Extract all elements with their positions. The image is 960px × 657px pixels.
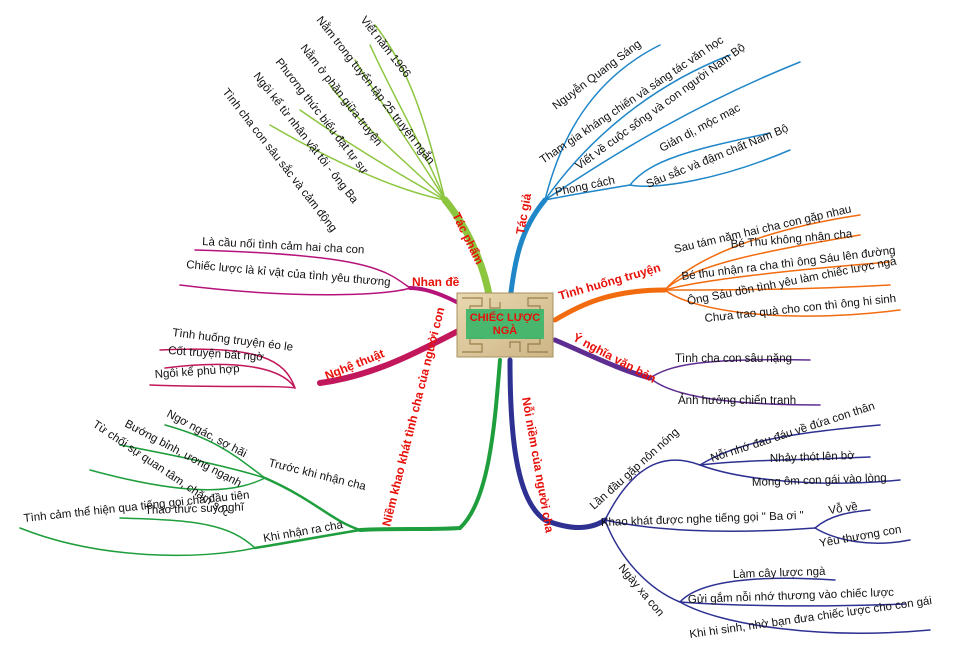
y-nghia-item: Tình cha con sâu nặng <box>675 353 792 365</box>
khi-nhan-ra-cha: Khi nhận ra cha <box>262 519 344 545</box>
branch-label-niem-khao-khat: Niềm khao khát tình cha của người con <box>379 306 447 528</box>
branch-tac-gia-lines <box>507 44 801 303</box>
phong-cach-item: Sâu sắc và đậm chất Nam Bộ <box>644 122 790 191</box>
center-title-line2: NGÀ <box>493 324 518 337</box>
branch-label-tac-pham: Tác phẩm <box>449 210 486 266</box>
branch-tac-pham-lines <box>269 24 494 304</box>
y-nghia-item: Ảnh hưởng chiến tranh <box>678 394 796 407</box>
tac-gia-item: Phong cách <box>554 175 616 199</box>
branch-niem-khao-khat-lines <box>19 358 502 557</box>
khao-khat-item: Vỗ về <box>828 500 859 517</box>
ngay-xa-item: Làm cây lược ngà <box>733 566 827 581</box>
center-title-line1: CHIẾC LƯỢC <box>470 311 541 324</box>
branch-nghe-thuat-lines <box>149 322 473 389</box>
nghe-thuat-item: Ngôi kể phù hợp <box>154 363 240 381</box>
nhan-de-item: Là cầu nối tình cảm hai cha con <box>202 236 365 256</box>
center-node: CHIẾC LƯỢC NGÀ <box>456 292 554 358</box>
khao-khat-nghe: Khao khát được nghe tiếng gọi " Ba ơi " <box>601 510 804 529</box>
khi-item: Thao thức suy nghĩ <box>145 502 245 517</box>
branch-label-tac-gia: Tác giả <box>513 192 534 235</box>
lan-dau-item: Mong ôm con gái vào lòng <box>752 472 887 489</box>
branch-tinh-huong-lines <box>552 214 901 323</box>
branch-noi-niem-lines <box>507 357 931 634</box>
branch-label-y-nghia: Ý nghĩa văn bản <box>571 329 659 385</box>
branch-label-nhan-de: Nhan đề <box>412 275 460 289</box>
branch-y-nghia-lines <box>552 337 821 406</box>
nhan-de-item: Chiếc lược là kỉ vật của tình yêu thương <box>186 259 391 289</box>
lan-dau-gap: Lần đầu gặp nôn nóng <box>588 426 682 512</box>
khao-khat-item: Yêu thương con <box>818 524 902 550</box>
truoc-khi-nhan-cha: Trước khi nhận cha <box>267 457 367 493</box>
lan-dau-item: Nhảy thót lên bờ <box>770 450 856 465</box>
ngay-xa-item: Gửi gắm nỗi nhớ thương vào chiếc lược <box>688 586 895 606</box>
